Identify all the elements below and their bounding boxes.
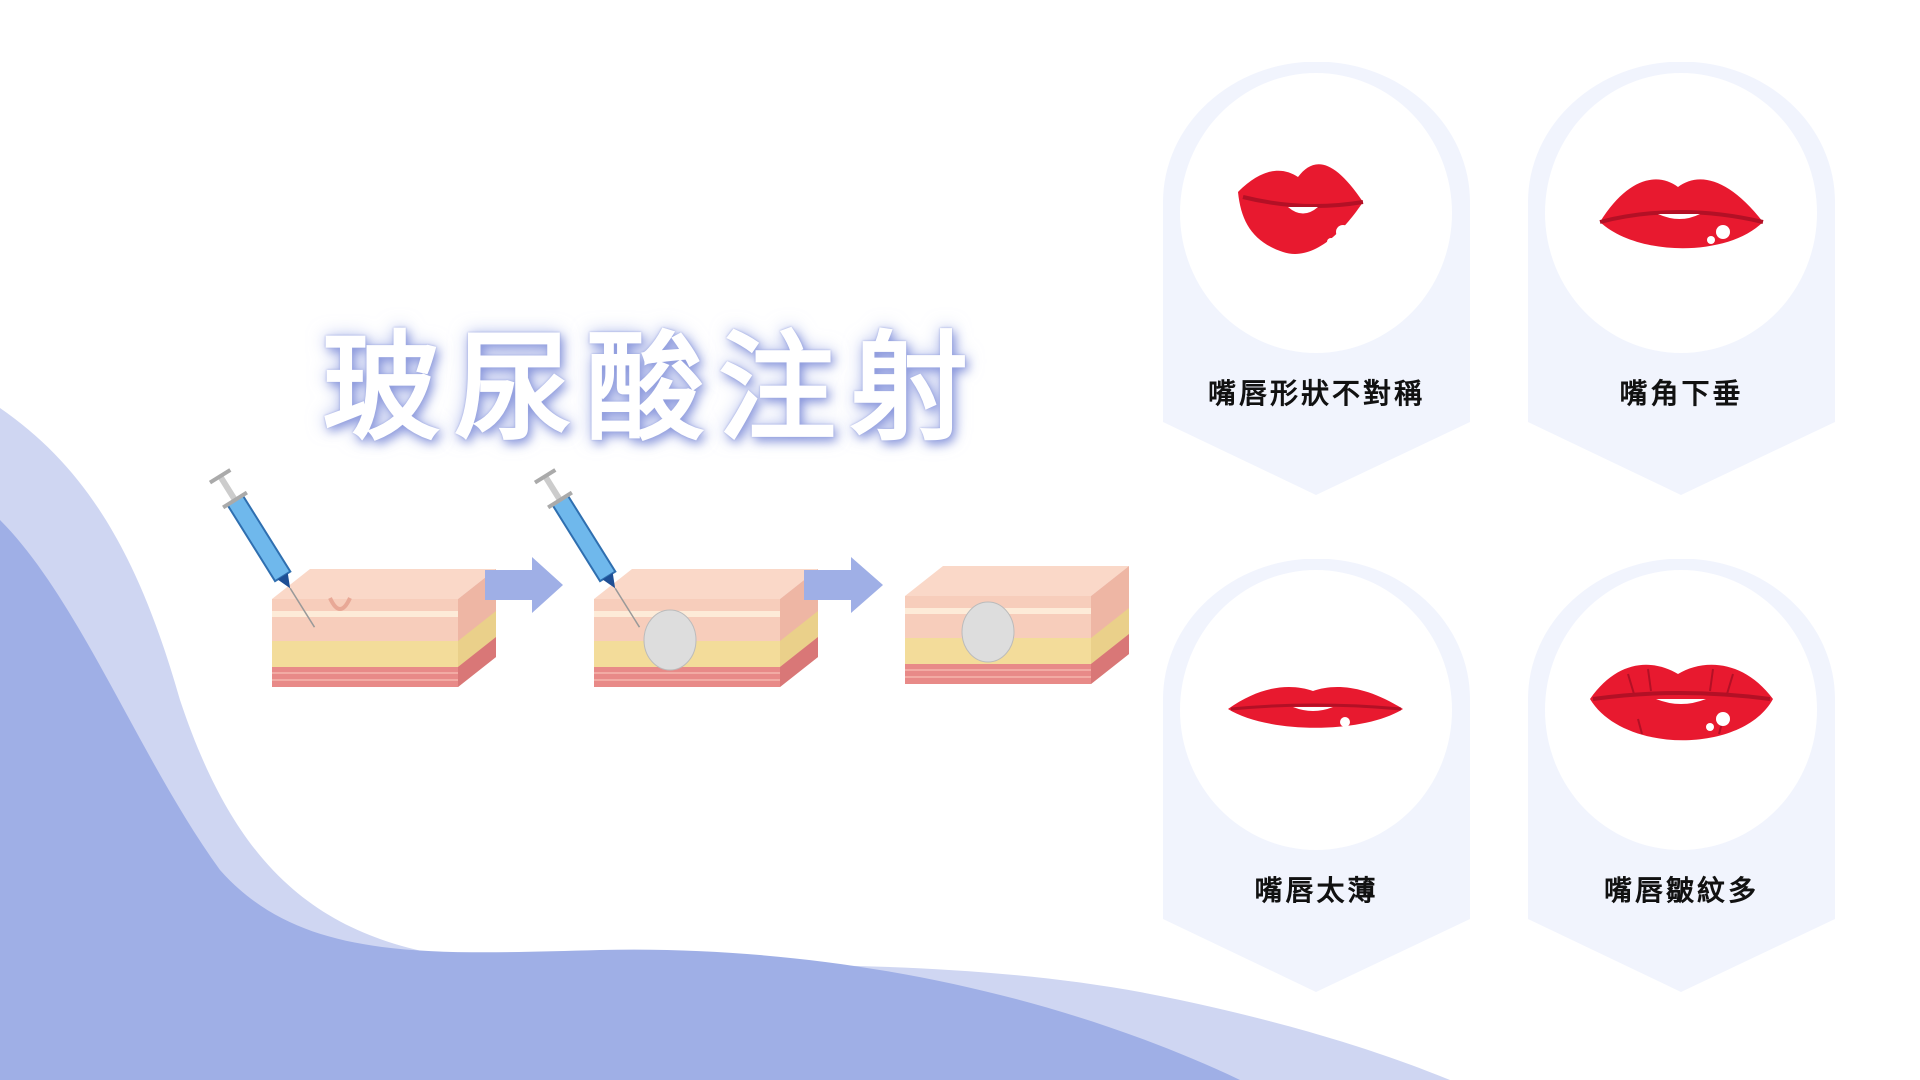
card-shape — [1163, 559, 1470, 992]
card-wrinkled-lips: 嘴唇皺紋多 — [1528, 559, 1835, 992]
asymmetric-lips-icon — [1238, 164, 1364, 254]
card-label: 嘴角下垂 — [1619, 377, 1744, 410]
card-shape — [1528, 62, 1835, 495]
card-thin-lips: 嘴唇太薄 — [1163, 559, 1470, 992]
thin-lips-icon — [1228, 686, 1403, 728]
wave-dark — [0, 520, 1240, 1080]
skin-block-step-2 — [593, 568, 819, 688]
skin-block-step-3 — [904, 565, 1130, 685]
card-label: 嘴唇太薄 — [1254, 874, 1379, 907]
card-drooping-lips: 嘴角下垂 — [1528, 62, 1835, 495]
drooping-lips-icon — [1599, 179, 1764, 249]
card-label: 嘴唇皺紋多 — [1603, 874, 1759, 907]
card-asymmetric-lips: 嘴唇形狀不對稱 — [1163, 62, 1470, 495]
wrinkled-lips-icon — [1590, 664, 1773, 741]
skin-block-step-1 — [271, 568, 497, 688]
arrow-right-icon — [485, 557, 563, 613]
page-title: 玻尿酸注射 — [322, 319, 983, 457]
card-label: 嘴唇形狀不對稱 — [1207, 377, 1425, 410]
card-shape — [1528, 559, 1835, 992]
arrow-right-icon — [804, 557, 883, 613]
card-shape — [1163, 62, 1470, 495]
